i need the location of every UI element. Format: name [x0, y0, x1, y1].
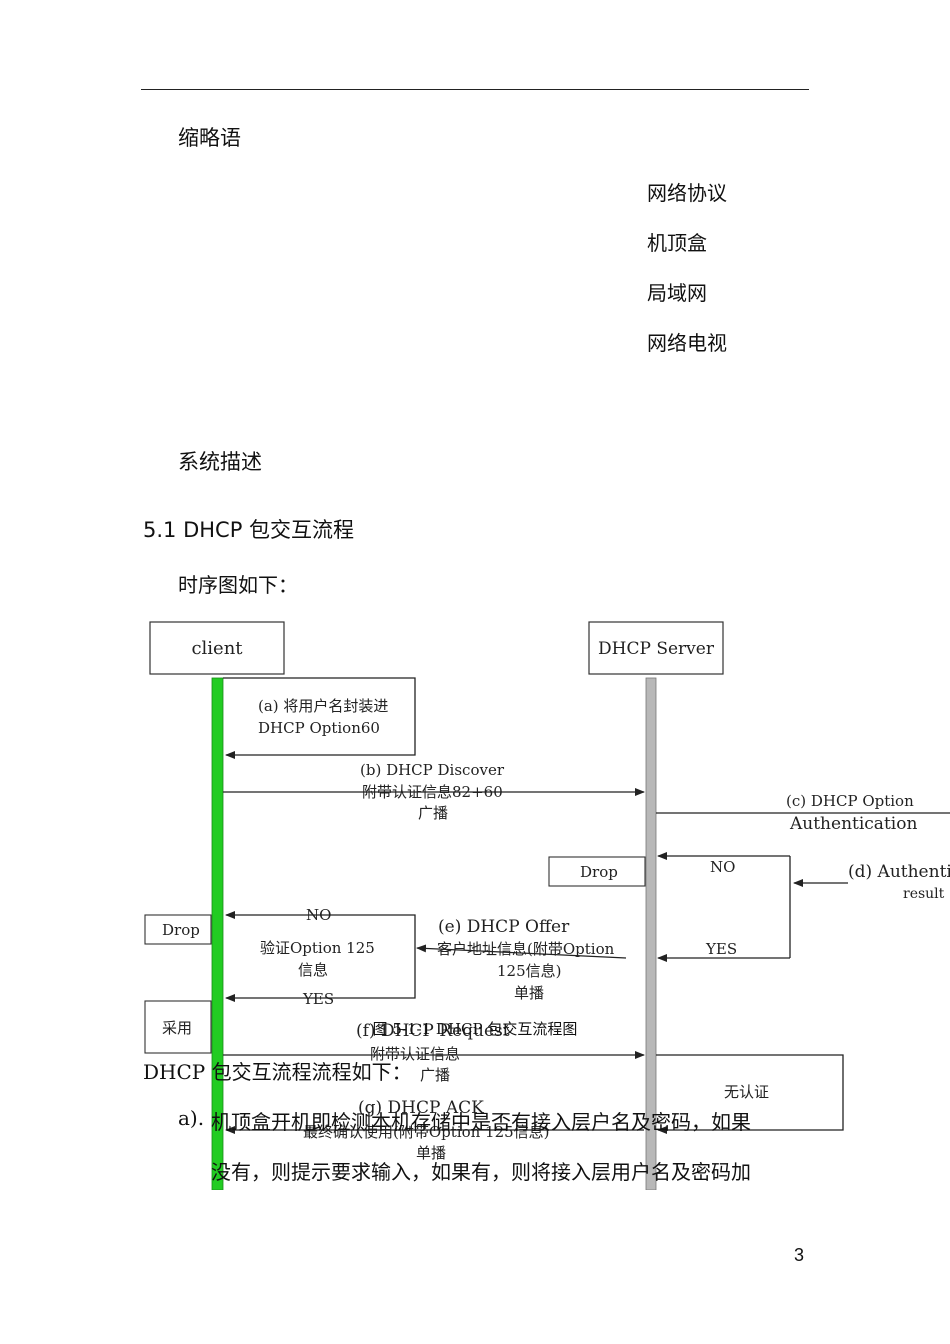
step-e-arrow	[416, 944, 627, 959]
drop-label-server: Drop	[580, 863, 618, 881]
server-lifeline	[645, 677, 657, 1190]
step-g-text-3: 单播	[416, 1144, 446, 1162]
server-box	[588, 621, 724, 675]
client-box	[149, 621, 285, 675]
step-e-text-1: (e) DHCP Offer	[438, 917, 570, 937]
system-heading: 系统描述	[178, 450, 262, 474]
abbrev-heading: 缩略语	[178, 126, 241, 150]
page-number: 3	[794, 1245, 805, 1265]
adopt-box	[144, 1000, 212, 1054]
abbrev-term-2: 机顶盒	[647, 231, 707, 255]
abbrev-term-1: 网络协议	[647, 181, 727, 205]
step-a-text-2: DHCP Option60	[258, 719, 380, 737]
timing-intro: 时序图如下：	[178, 573, 298, 597]
step-f-text-1: (f) DHCP Request	[356, 1021, 510, 1041]
step-f-text-3: 广播	[420, 1066, 450, 1084]
step-g-text-2: 最终确认使用(附带Option 125信息)	[303, 1123, 550, 1141]
verify-yes-loop	[225, 948, 416, 1002]
step-f-text-2: 附带认证信息	[370, 1045, 460, 1063]
step-g-text-1: (g) DHCP ACK	[358, 1098, 484, 1118]
drop-box-server	[548, 856, 646, 887]
noauth-loop	[656, 1054, 844, 1134]
step-e-text-3: 125信息)	[497, 962, 561, 980]
step-b-text-1: (b) DHCP Discover	[360, 761, 505, 779]
verify-text-1: 验证Option 125	[260, 939, 375, 957]
noauth-label: 无认证	[724, 1083, 769, 1101]
item-a-line-1: 机顶盒开机即检测本机存储中是否有接入层户名及密码，如果	[211, 1110, 751, 1134]
step-e-text-4: 单播	[514, 984, 544, 1002]
step-e-text-2: 客户地址信息(附带Option	[437, 940, 615, 958]
client-lifeline	[211, 677, 224, 1190]
item-a-line-2: 没有，则提示要求输入，如果有，则将接入层用户名及密码加	[211, 1160, 751, 1184]
abbrev-term-4: 网络电视	[647, 331, 727, 355]
yes-label-server: YES	[705, 940, 737, 958]
figure-caption: 图 5-1-1 DHCP 包交互流程图	[373, 1020, 578, 1038]
step-d-text-2: result	[903, 886, 945, 902]
dhcp-sequence-diagram: client DHCP Server (a) 将用户名封装进 DHCP Opti…	[144, 621, 950, 1190]
server-label: DHCP Server	[598, 639, 715, 659]
abbrev-term-3: 局域网	[647, 281, 707, 305]
step-b-text-3: 广播	[418, 804, 448, 822]
drop-label-client: Drop	[162, 921, 200, 939]
flow-intro: DHCP 包交互流程流程如下：	[143, 1060, 412, 1084]
drop-box-client	[144, 914, 212, 945]
step-d-text-1: (d) Authentic	[848, 862, 950, 882]
step-c-text-1: (c) DHCP Option	[786, 792, 914, 810]
verify-loop	[225, 911, 416, 948]
item-a-label: a).	[178, 1106, 205, 1130]
adopt-label: 采用	[162, 1019, 192, 1037]
header-rule	[141, 89, 809, 90]
verify-text-2: 信息	[298, 961, 328, 979]
client-label: client	[191, 638, 243, 659]
no-label-server: NO	[710, 858, 735, 876]
yes-label-client: YES	[302, 990, 334, 1008]
step-c-text-2: Authentication	[789, 814, 917, 834]
step-a-loop	[223, 677, 416, 759]
step-b-text-2: 附带认证信息82+60	[362, 783, 503, 801]
no-label-client: NO	[306, 906, 331, 924]
step-a-text-1: (a) 将用户名封装进	[258, 697, 388, 715]
section-heading: 5.1 DHCP 包交互流程	[143, 518, 355, 542]
